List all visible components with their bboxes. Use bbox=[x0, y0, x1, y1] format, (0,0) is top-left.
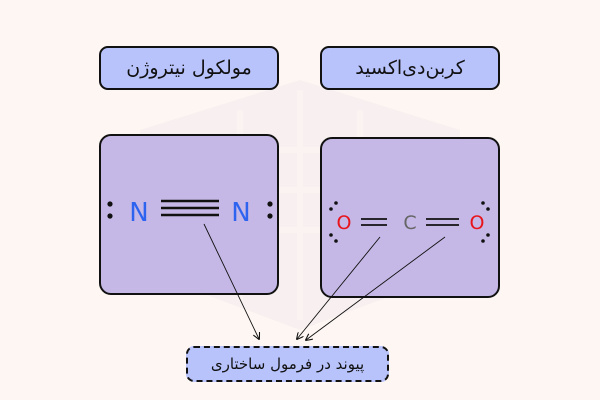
arrow-double-bond-left bbox=[297, 236, 381, 339]
structural-bond-caption: پیوند در فرمول ساختاری bbox=[186, 346, 389, 382]
lone-pair-dot bbox=[107, 213, 113, 219]
nitrogen-structure: N N bbox=[107, 198, 273, 228]
lone-pair-dot bbox=[107, 201, 113, 207]
nitrogen-atom-left: N bbox=[129, 198, 148, 228]
carbon-atom: C bbox=[403, 212, 416, 234]
co2-title: کربن‌دی‌اکسید bbox=[320, 46, 500, 90]
nitrogen-atom-right: N bbox=[231, 198, 250, 228]
co2-panel bbox=[320, 137, 500, 298]
oxygen-atom-left: O bbox=[337, 212, 352, 234]
nitrogen-title: مولکول نیتروژن bbox=[99, 46, 279, 90]
oxygen-atom-right: O bbox=[470, 212, 485, 234]
arrow-double-bond-right bbox=[306, 236, 446, 340]
co2-structure: O C O bbox=[329, 201, 490, 243]
arrow-triple-bond bbox=[203, 223, 259, 339]
pointer-arrows bbox=[203, 223, 446, 340]
